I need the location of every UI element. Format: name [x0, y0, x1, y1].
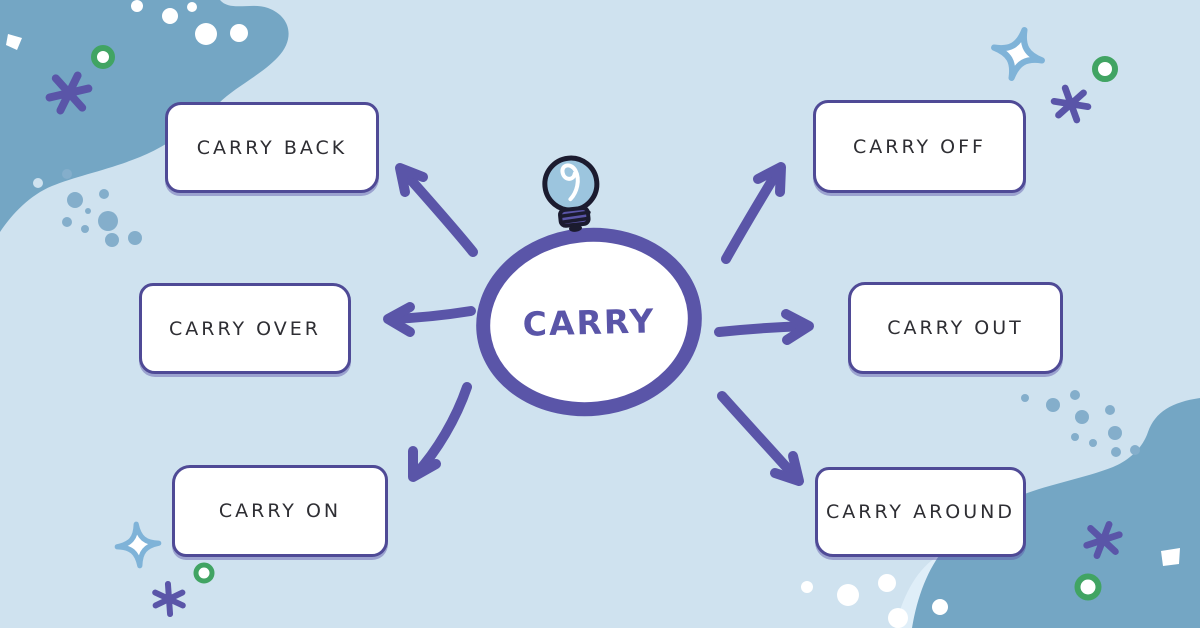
diamond-icon: [6, 34, 22, 50]
corner-blob-bottom-right: [912, 398, 1200, 628]
lightbulb-icon: [542, 155, 600, 232]
center-label: CARRY: [522, 301, 656, 344]
asterisk-icon: [152, 580, 186, 618]
node-carry-on: CARRY ON: [172, 465, 388, 557]
arrow-to-carry-on: [408, 382, 472, 482]
node-label: CARRY BACK: [196, 136, 348, 159]
blob-notch: [33, 178, 43, 188]
blue-dots-cluster-bottom-right: [1021, 390, 1140, 457]
arrow-to-carry-around: [717, 391, 804, 486]
asterisk-icon: [45, 71, 93, 115]
ring-icon: [1074, 573, 1102, 601]
arrow-to-carry-over: [383, 302, 476, 337]
node-carry-off: CARRY OFF: [813, 100, 1026, 193]
white-dots-cluster-bottom-right: [801, 574, 948, 628]
arrow-to-carry-back: [395, 163, 478, 257]
node-label: CARRY ON: [218, 500, 342, 522]
sparkle-icon: [991, 27, 1045, 81]
arrow-to-carry-out: [714, 309, 814, 345]
ring-icon: [1092, 56, 1118, 82]
ring-icon: [193, 562, 215, 584]
node-label: CARRY AROUND: [825, 501, 1015, 523]
arrow-to-carry-off: [721, 162, 786, 264]
node-label: CARRY OVER: [169, 317, 321, 340]
diamond-icon: [1161, 548, 1180, 566]
asterisk-icon: [1083, 521, 1123, 559]
node-carry-over: CARRY OVER: [139, 283, 351, 374]
node-label: CARRY OUT: [887, 317, 1024, 339]
node-carry-back: CARRY BACK: [165, 102, 379, 193]
white-dots-cluster-top-left: [131, 0, 248, 45]
ring-icon: [91, 45, 115, 69]
corner-blob-top-left: [0, 0, 289, 232]
blue-dots-cluster-top-left: [62, 169, 142, 247]
node-label: CARRY OFF: [853, 135, 986, 158]
center-node-ellipse: [476, 227, 702, 417]
node-carry-around: CARRY AROUND: [815, 467, 1026, 557]
sparkle-icon: [114, 521, 162, 569]
node-carry-out: CARRY OUT: [848, 282, 1063, 374]
asterisk-icon: [1050, 84, 1092, 124]
